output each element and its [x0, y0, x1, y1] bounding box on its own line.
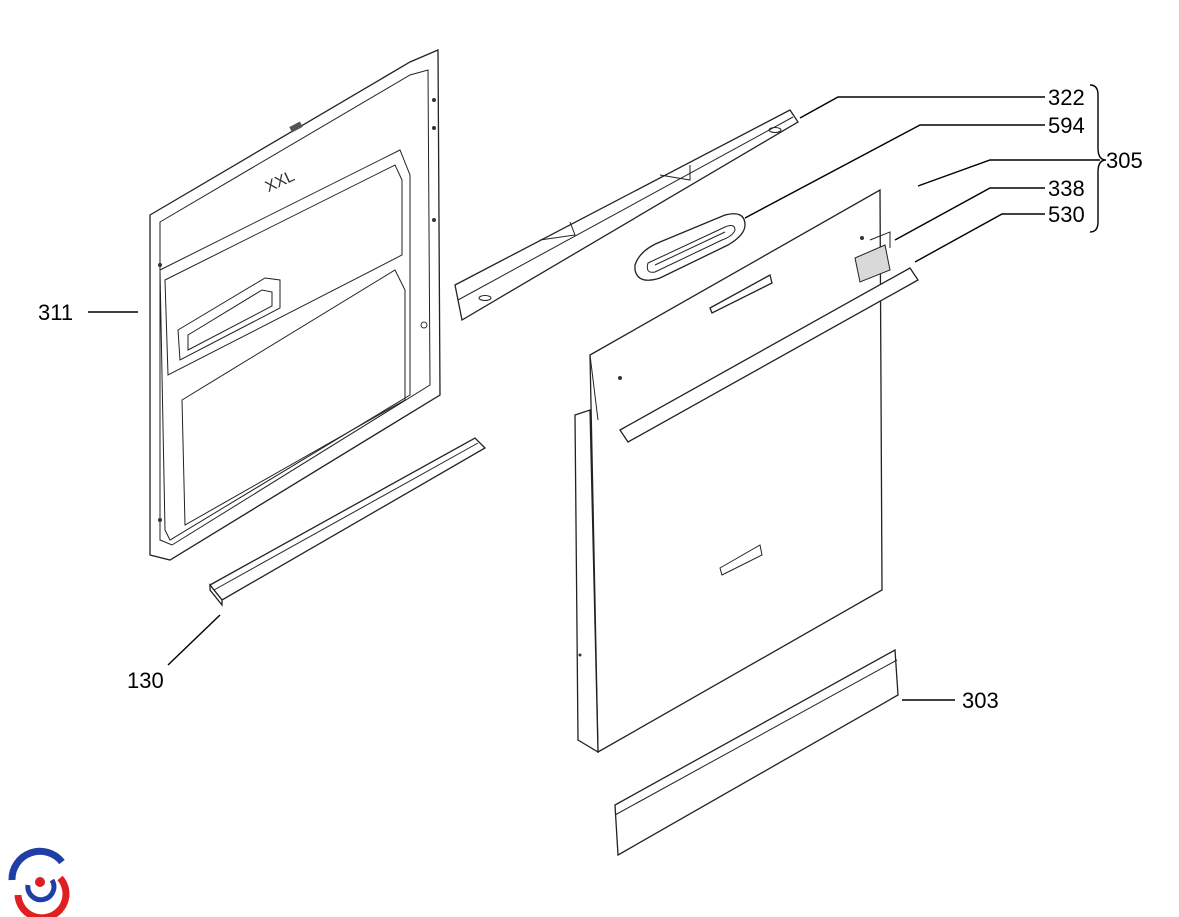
- callout-322: 322: [1048, 85, 1085, 110]
- brand-logo-icon: [8, 847, 72, 917]
- part-305-outer-door: [574, 188, 919, 754]
- callout-311: 311: [38, 300, 73, 325]
- part-338-bracket: [854, 231, 891, 283]
- part-594-handle: [634, 213, 746, 281]
- callout-303: 303: [962, 688, 999, 713]
- part-303-kick-plate: [614, 648, 899, 857]
- part-322-top-rail: [454, 109, 799, 322]
- part-311-inner-door-panel: XXL: [149, 49, 441, 561]
- callout-305: 305: [1106, 148, 1143, 173]
- leader-lines: [88, 84, 1107, 701]
- callout-594: 594: [1048, 113, 1085, 138]
- callout-130: 130: [127, 668, 164, 693]
- callout-338: 338: [1048, 176, 1085, 201]
- callout-labels: 311 130 322 594 305 338 530 303: [38, 85, 1143, 713]
- callout-530: 530: [1048, 202, 1085, 227]
- part-130-bottom-rail: [209, 437, 487, 607]
